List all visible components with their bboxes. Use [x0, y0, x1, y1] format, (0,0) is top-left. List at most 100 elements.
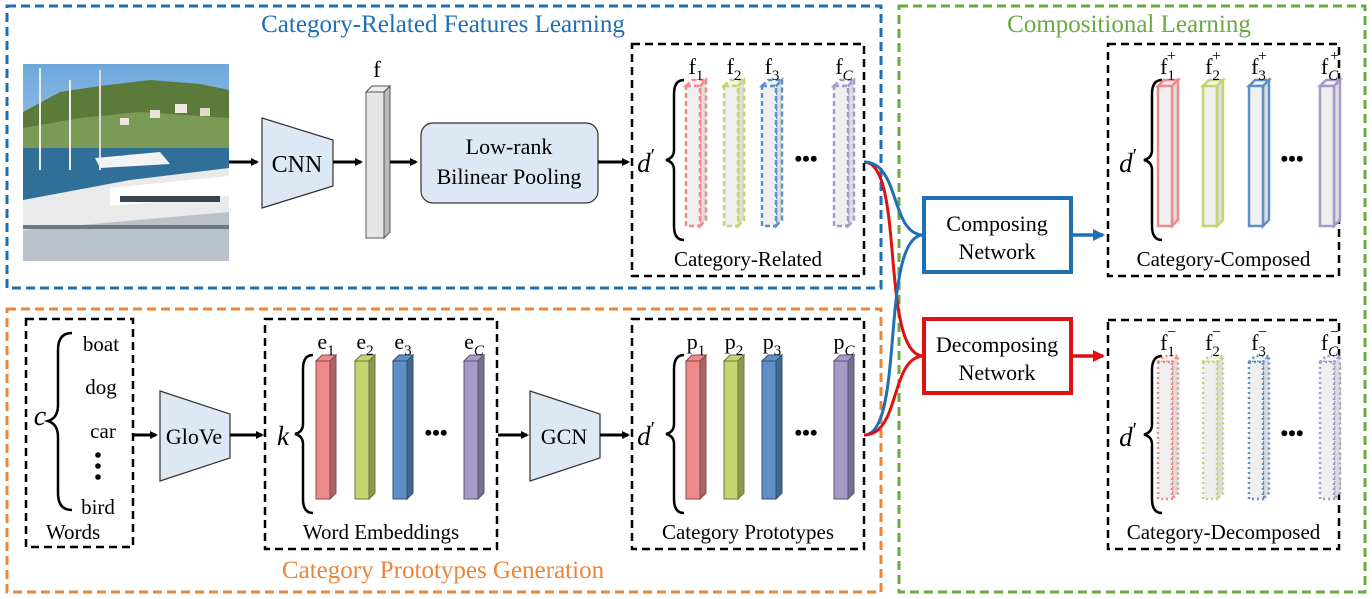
section-prototypes-title: Category Prototypes Generation: [282, 557, 605, 584]
section-prototypes-frame: [5, 307, 883, 594]
category-related-symbol-2: f2: [727, 54, 742, 84]
category-decomposed-symbol-1: f1−: [1160, 324, 1176, 360]
feature-boxes-layer: d′ f1 f2 f3 fC ••• Category-Related k e1 e2 e3 eC ••…: [263, 42, 1344, 551]
category-decomposed-symbol-C: fC−: [1321, 324, 1339, 360]
word-embeddings-symbol-3: e3: [394, 329, 411, 359]
category-prototypes-symbol-1: p1: [687, 329, 706, 359]
word-bird: bird: [81, 495, 115, 519]
cnn-label: CNN: [272, 152, 323, 178]
category-related-symbol-1: f1: [689, 54, 704, 84]
category-decomposed-symbol-2: f2−: [1205, 324, 1221, 360]
word-car: car: [90, 419, 116, 443]
section-category-related-title: Category-Related Features Learning: [261, 11, 625, 38]
word-boat: boat: [83, 332, 119, 356]
word-embeddings-bar-1: [314, 353, 338, 501]
category-prototypes-symbol-2: p2: [725, 329, 744, 359]
category-decomposed-bar-3: [1245, 352, 1273, 503]
gcn-label: GCN: [541, 424, 588, 449]
composing-label-line1: Composing: [946, 211, 1047, 236]
word-embeddings-symbol-1: e1: [317, 329, 334, 359]
glove-label: GloVe: [166, 424, 222, 449]
category-decomposed-ellipsis: •••: [1280, 421, 1303, 446]
curve-related-to-decomposing: [863, 160, 923, 358]
category-related-bar-2: [720, 76, 748, 230]
category-decomposed-bar-1: [1154, 352, 1182, 503]
decomposing-network-node: [922, 317, 1073, 395]
words-box: [24, 317, 135, 549]
category-prototypes-dim-label: d′: [637, 418, 655, 451]
category-related-bar-C: [830, 76, 858, 230]
category-related-dim-label: d′: [637, 145, 655, 178]
category-related-brace: [665, 78, 685, 242]
category-composed-symbol-1: f1+: [1160, 48, 1176, 84]
category-prototypes-bar-2: [722, 353, 746, 501]
category-composed-symbol-3: f3+: [1251, 48, 1267, 84]
category-composed-bar-2: [1199, 76, 1227, 230]
category-prototypes-ellipsis: •••: [794, 420, 817, 445]
cnn-node: [261, 117, 334, 209]
word-embeddings-symbol-C: eC: [464, 329, 485, 359]
word-embeddings-bar-2: [353, 353, 377, 501]
category-composed-symbol-C: fC+: [1321, 48, 1339, 84]
category-composed-dim-label: d′: [1119, 145, 1137, 178]
category-prototypes-symbol-C: pC: [833, 329, 855, 359]
category-composed-ellipsis: •••: [1280, 146, 1303, 171]
category-prototypes-bar-3: [760, 353, 784, 501]
category-decomposed-dim-label: d′: [1119, 419, 1137, 452]
category-decomposed-brace: [1143, 354, 1163, 515]
category-prototypes-frame: [630, 317, 866, 551]
category-composed-symbol-2: f2+: [1205, 48, 1221, 84]
word-dog: dog: [85, 375, 117, 399]
category-composed-brace: [1143, 78, 1163, 242]
category-decomposed-group: d′ f1− f2− f3− fC− ••• Category-Decomposed: [1106, 318, 1344, 551]
category-prototypes-bar-1: [684, 353, 708, 501]
feature-f-label: f: [373, 57, 381, 82]
words-vertical-ellipsis: [95, 452, 101, 480]
glove-node: [159, 390, 231, 482]
category-decomposed-bar-2: [1199, 352, 1227, 503]
category-related-symbol-C: fC: [835, 54, 853, 84]
category-related-symbol-3: f3: [765, 54, 780, 84]
word-embeddings-dim-label: k: [277, 421, 290, 451]
words-c-label: c: [34, 401, 47, 432]
category-prototypes-brace: [665, 353, 685, 515]
category-related-caption: Category-Related: [674, 247, 823, 271]
word-embeddings-symbol-2: e2: [356, 329, 373, 359]
word-embeddings-bar-3: [391, 353, 415, 501]
pooling-label-line2: Bilinear Pooling: [437, 164, 582, 189]
category-related-bar-1: [682, 76, 710, 230]
category-prototypes-caption: Category Prototypes: [662, 520, 834, 544]
section-category-related-frame: [5, 4, 883, 290]
pooling-label-line1: Low-rank: [466, 134, 553, 159]
composing-label-line2: Network: [959, 239, 1036, 264]
word-embeddings-brace: [294, 353, 314, 515]
section-compositional-title: Compositional Learning: [1007, 11, 1251, 38]
category-composed-bar-3: [1245, 76, 1273, 230]
category-related-frame: [630, 42, 866, 278]
decomposing-label-line1: Decomposing: [936, 332, 1058, 357]
category-decomposed-bar-C: [1316, 352, 1344, 503]
gcn-node: [529, 390, 601, 482]
curve-related-to-composing: [863, 160, 923, 237]
category-decomposed-caption: Category-Decomposed: [1127, 520, 1321, 544]
curve-prototypes-to-composing: [863, 233, 923, 437]
category-decomposed-symbol-3: f3−: [1251, 324, 1267, 360]
decomposing-label-line2: Network: [959, 360, 1036, 385]
category-prototypes-bar-C: [832, 353, 856, 501]
category-composed-bar-1: [1154, 76, 1182, 230]
words-brace: [43, 331, 73, 512]
category-related-ellipsis: •••: [794, 146, 817, 171]
composing-network-node: [922, 196, 1073, 274]
feature-vector-f: [364, 84, 392, 240]
category-related-group: d′ f1 f2 f3 fC ••• Category-Related: [630, 42, 866, 278]
word-embeddings-bar-C: [462, 353, 486, 501]
word-embeddings-caption: Word Embeddings: [303, 520, 459, 544]
input-image: [23, 64, 229, 261]
section-compositional-frame: [897, 4, 1367, 594]
category-composed-group: d′ f1+ f2+ f3+ fC+ ••• Category-Composed: [1106, 42, 1344, 278]
category-composed-caption: Category-Composed: [1137, 247, 1311, 271]
curve-prototypes-to-decomposing: [863, 354, 923, 437]
